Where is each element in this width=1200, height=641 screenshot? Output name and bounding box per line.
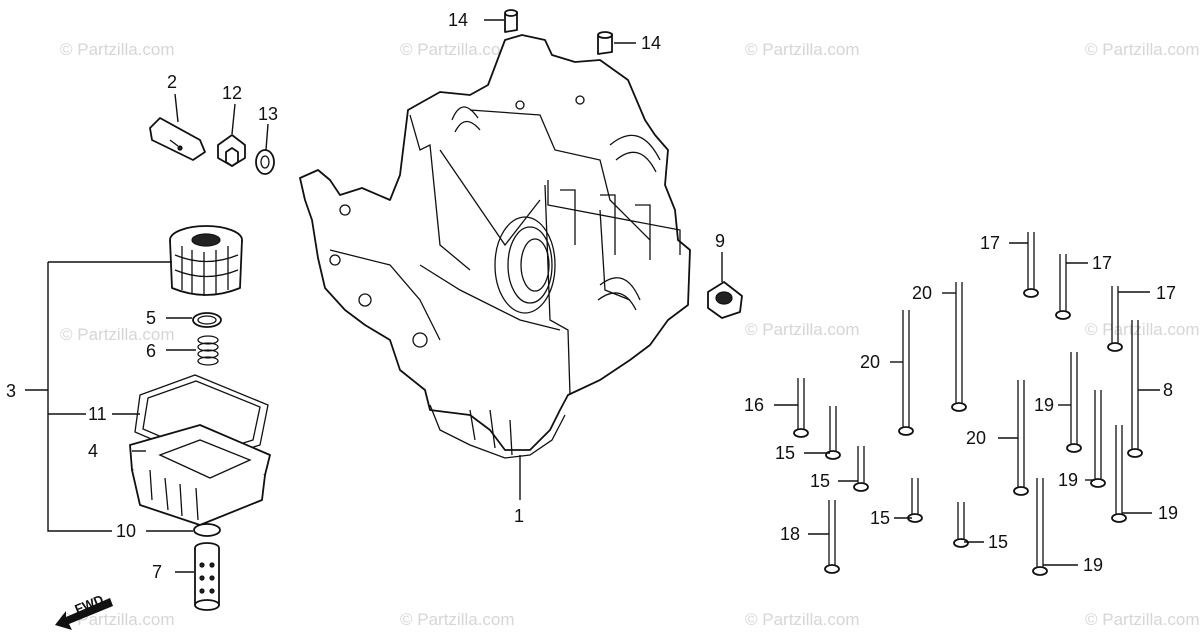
part-4-drawing <box>129 424 271 526</box>
part-12-drawing <box>217 134 246 167</box>
watermark: © Partzilla.com <box>745 320 860 339</box>
watermark: © Partzilla.com <box>60 40 175 59</box>
callout-20-c: 20 <box>966 428 986 448</box>
callout-11: 11 <box>88 404 107 424</box>
callout-13: 13 <box>258 104 278 124</box>
callout-17-c: 17 <box>1156 283 1176 303</box>
leader-lines <box>25 19 1160 573</box>
watermark: © Partzilla.com <box>1085 610 1200 629</box>
callout-7: 7 <box>152 562 162 582</box>
callout-14-right: 14 <box>641 33 661 53</box>
callout-6: 6 <box>146 341 156 361</box>
callout-2: 2 <box>167 72 177 92</box>
part-2-drawing <box>149 117 206 161</box>
callout-4: 4 <box>88 441 98 461</box>
watermark: © Partzilla.com <box>1085 40 1200 59</box>
callout-10: 10 <box>116 521 136 541</box>
part-5-drawing <box>192 312 222 328</box>
watermark: © Partzilla.com <box>400 40 515 59</box>
crankcase-drawing <box>299 34 691 459</box>
callout-19-d: 19 <box>1083 555 1103 575</box>
callout-18: 18 <box>780 524 800 544</box>
callout-8: 8 <box>1163 380 1173 400</box>
callout-14-left: 14 <box>448 10 468 30</box>
part-6-drawing <box>197 335 219 366</box>
watermark: © Partzilla.com <box>60 325 175 344</box>
oil-filter-drawing <box>169 225 243 296</box>
part-7-drawing <box>194 542 220 611</box>
callout-17-b: 17 <box>1092 253 1112 273</box>
callout-labels: 2 12 13 14 14 9 1 5 6 3 11 4 10 7 17 17 … <box>6 10 1178 582</box>
watermark: © Partzilla.com <box>400 610 515 629</box>
callout-19-a: 19 <box>1034 395 1054 415</box>
callout-19-c: 19 <box>1158 503 1178 523</box>
callout-19-b: 19 <box>1058 470 1078 490</box>
callout-9: 9 <box>715 231 725 251</box>
callout-15-d: 15 <box>988 532 1008 552</box>
callout-1: 1 <box>514 506 524 526</box>
watermark: © Partzilla.com <box>745 40 860 59</box>
callout-3: 3 <box>6 381 16 401</box>
bolts-drawing <box>793 232 1143 576</box>
watermarks: © Partzilla.com © Partzilla.com © Partzi… <box>60 40 1200 629</box>
callout-15-a: 15 <box>775 443 795 463</box>
callout-16: 16 <box>744 395 764 415</box>
callout-20-a: 20 <box>912 283 932 303</box>
callout-17-a: 17 <box>980 233 1000 253</box>
callout-5: 5 <box>146 308 156 328</box>
part-14-drawing <box>504 9 613 55</box>
callout-15-b: 15 <box>810 471 830 491</box>
watermark: © Partzilla.com <box>745 610 860 629</box>
watermark: © Partzilla.com <box>1085 320 1200 339</box>
part-10-drawing <box>193 523 221 537</box>
fwd-arrow: FWD <box>55 592 113 630</box>
part-11-drawing <box>134 374 269 463</box>
callout-15-c: 15 <box>870 508 890 528</box>
part-13-drawing <box>255 149 275 175</box>
part-9-drawing <box>707 281 743 319</box>
callout-12: 12 <box>222 83 242 103</box>
callout-20-b: 20 <box>860 352 880 372</box>
